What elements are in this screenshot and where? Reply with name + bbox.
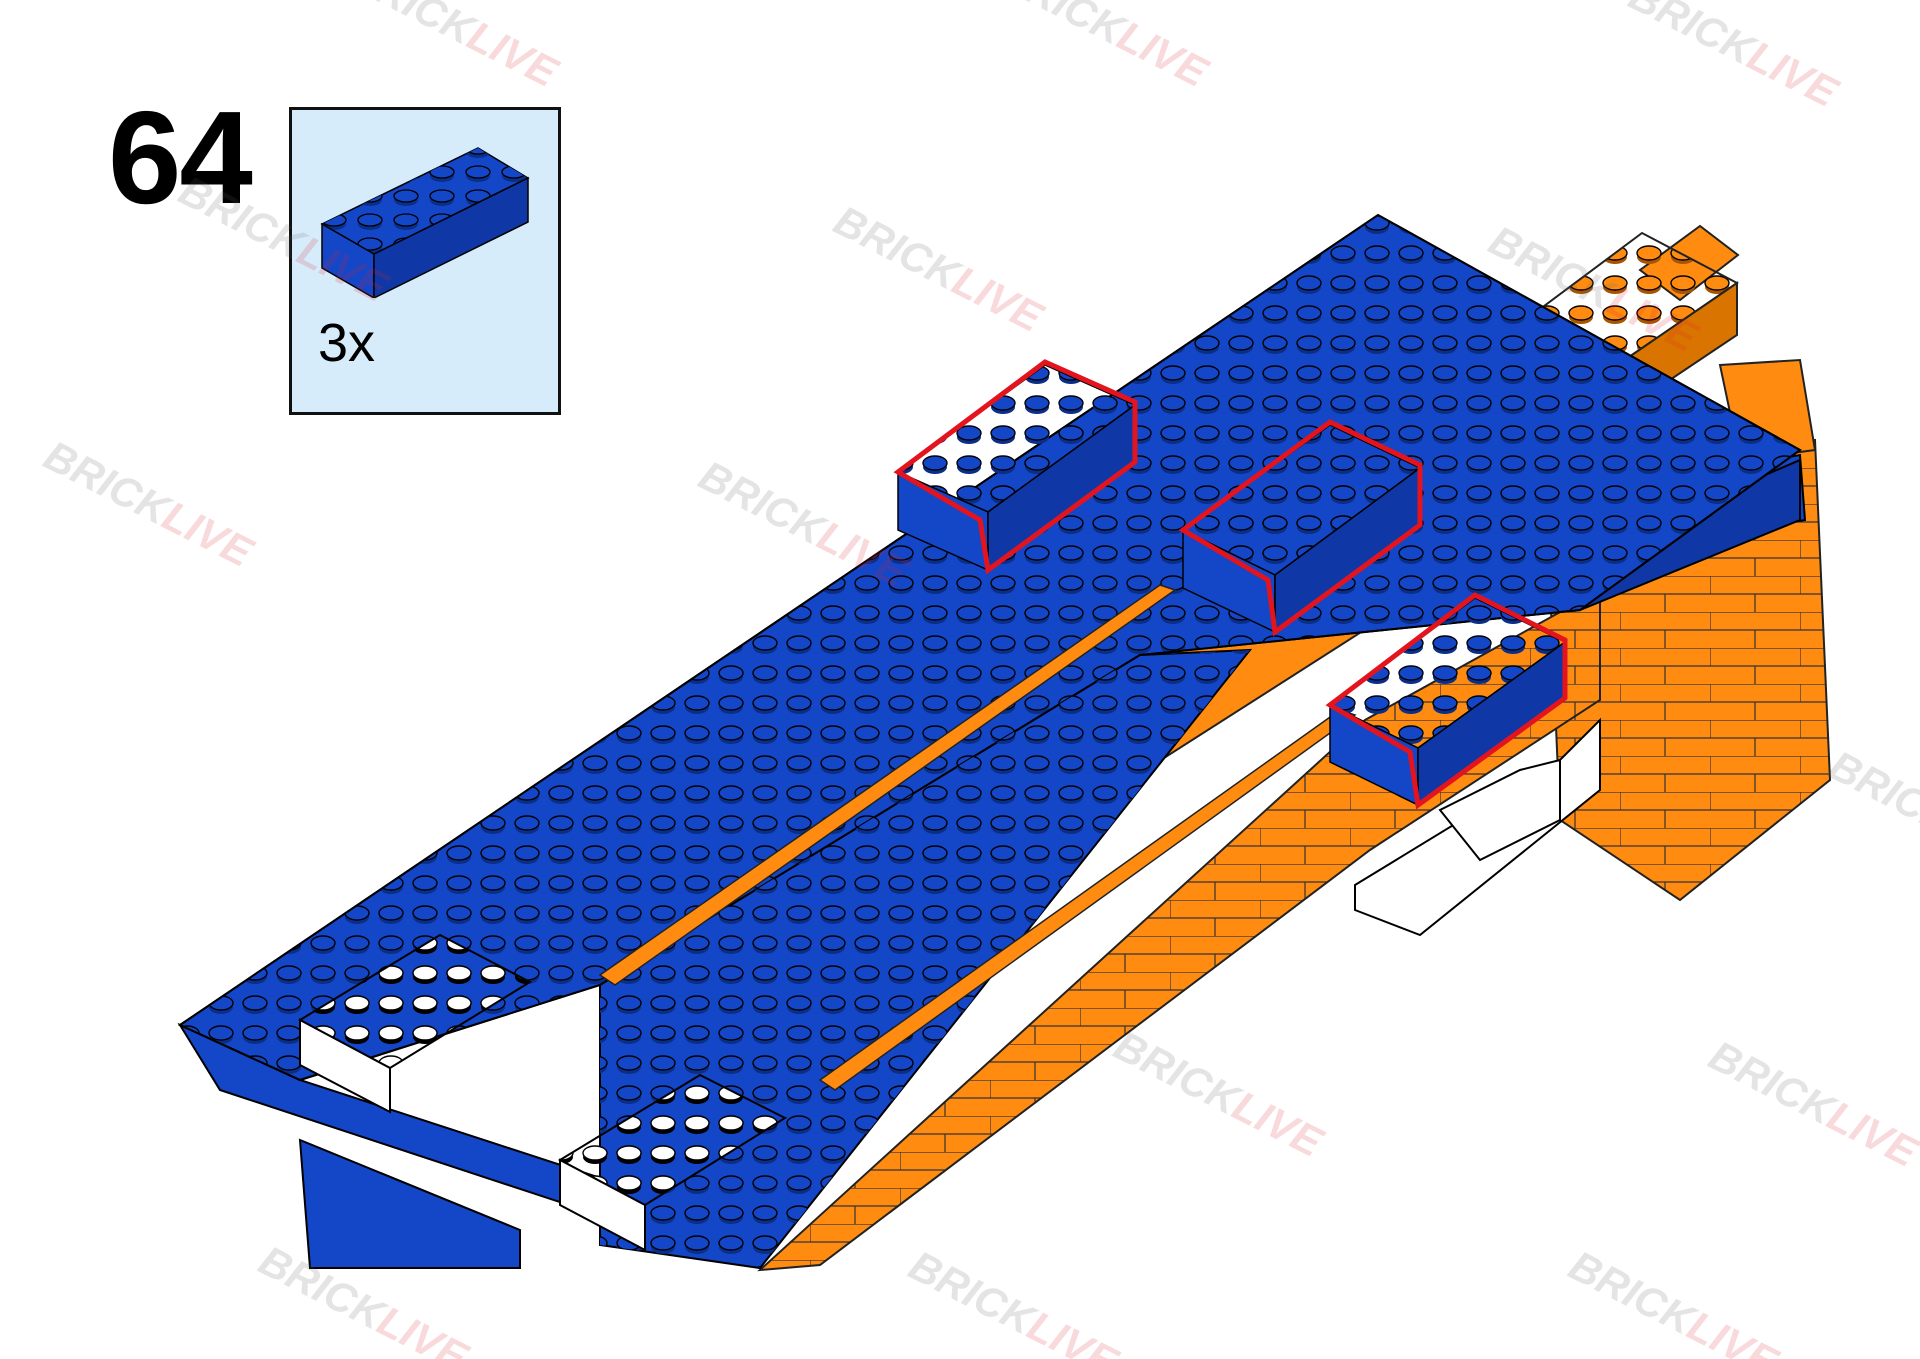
parts-list-box: 3x [289,107,561,415]
part-brick-2x4-image [320,147,530,298]
new-brick-2 [1178,419,1423,637]
step-number: 64 [108,84,253,231]
white-plate-1 [297,933,533,1114]
white-bricks-under [1354,717,1601,937]
new-brick-1 [893,359,1138,575]
white-plate-2 [557,1073,788,1252]
new-brick-3 [1325,592,1568,810]
part-quantity: 3x [318,313,376,373]
